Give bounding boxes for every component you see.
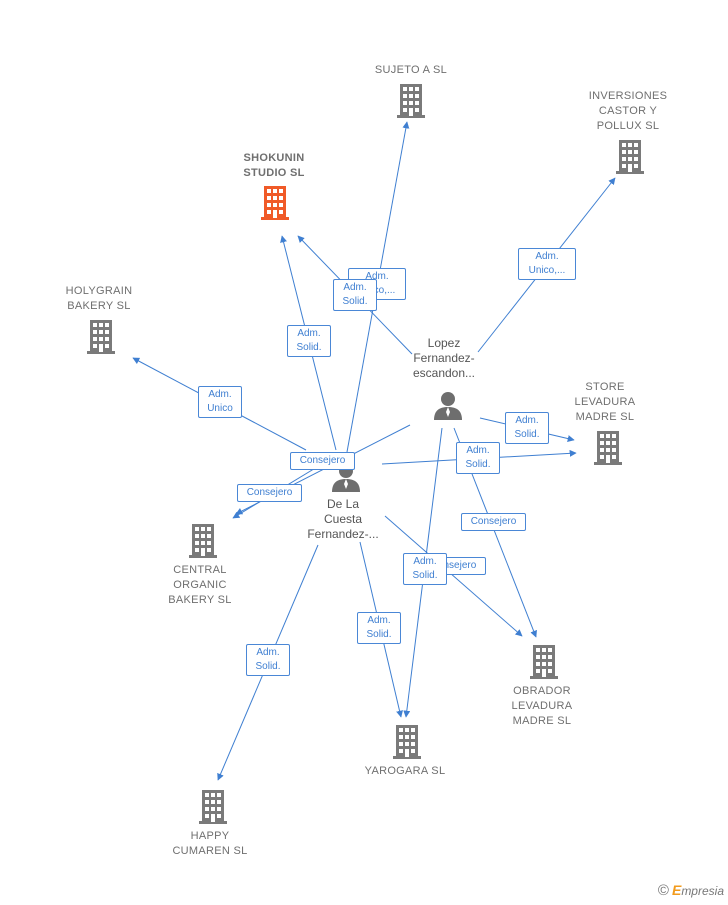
edge-label-adm-solid: Adm. Solid. xyxy=(357,612,401,644)
building-icon[interactable] xyxy=(393,725,421,759)
edge-label-consejero: Consejero xyxy=(237,484,302,502)
building-icon[interactable] xyxy=(199,790,227,824)
person-label-delacuesta[interactable]: De La Cuesta Fernandez-... xyxy=(307,497,379,541)
edge-label-adm-solid: Adm. Solid. xyxy=(246,644,290,676)
edge-delacuesta-obrador xyxy=(384,515,523,637)
brand-initial: E xyxy=(671,882,682,898)
company-label-obrador[interactable]: OBRADOR LEVADURA MADRE SL xyxy=(511,685,573,727)
copyright-icon: © xyxy=(657,882,669,899)
edge-label-consejero: Consejero xyxy=(461,513,526,531)
company-label-inversiones[interactable]: INVERSIONES CASTOR Y POLLUX SL xyxy=(588,90,668,132)
edge-label-adm-solid: Adm. Solid. xyxy=(333,279,377,311)
edge-label-adm-solid: Adm. Solid. xyxy=(403,553,447,585)
company-label-store[interactable]: STORE LEVADURA MADRE SL xyxy=(574,381,636,423)
edge-label-adm-unico: Adm. Unico xyxy=(198,386,242,418)
brand-logo[interactable]: ©Empresia xyxy=(658,882,724,899)
person-icon[interactable] xyxy=(434,392,462,420)
edge-label-adm-solid: Adm. Solid. xyxy=(505,412,549,444)
company-label-sujeto-a[interactable]: SUJETO A SL xyxy=(374,64,448,76)
person-label-lopez[interactable]: Lopez Fernandez- escandon... xyxy=(412,336,476,380)
edge-label-adm-unico: Adm. Unico,... xyxy=(518,248,576,280)
company-label-shokunin[interactable]: SHOKUNIN STUDIO SL xyxy=(243,152,305,179)
edge-label-consejero: Consejero xyxy=(290,452,355,470)
building-icon[interactable] xyxy=(594,431,622,465)
building-icon[interactable] xyxy=(189,524,217,558)
edge-label-adm-solid: Adm. Solid. xyxy=(287,325,331,357)
company-label-central[interactable]: CENTRAL ORGANIC BAKERY SL xyxy=(168,564,232,606)
brand-name: mpresia xyxy=(681,884,724,898)
company-label-holygrain[interactable]: HOLYGRAIN BAKERY SL xyxy=(65,285,133,312)
building-icon[interactable] xyxy=(616,140,644,174)
building-icon[interactable] xyxy=(397,84,425,118)
edge-label-adm-solid: Adm. Solid. xyxy=(456,442,500,474)
company-label-yarogara[interactable]: YAROGARA SL xyxy=(364,765,446,777)
building-icon[interactable] xyxy=(87,320,115,354)
company-label-happy[interactable]: HAPPY CUMAREN SL xyxy=(172,830,248,857)
building-icon[interactable] xyxy=(530,645,558,679)
building-icon-focus[interactable] xyxy=(261,186,289,220)
